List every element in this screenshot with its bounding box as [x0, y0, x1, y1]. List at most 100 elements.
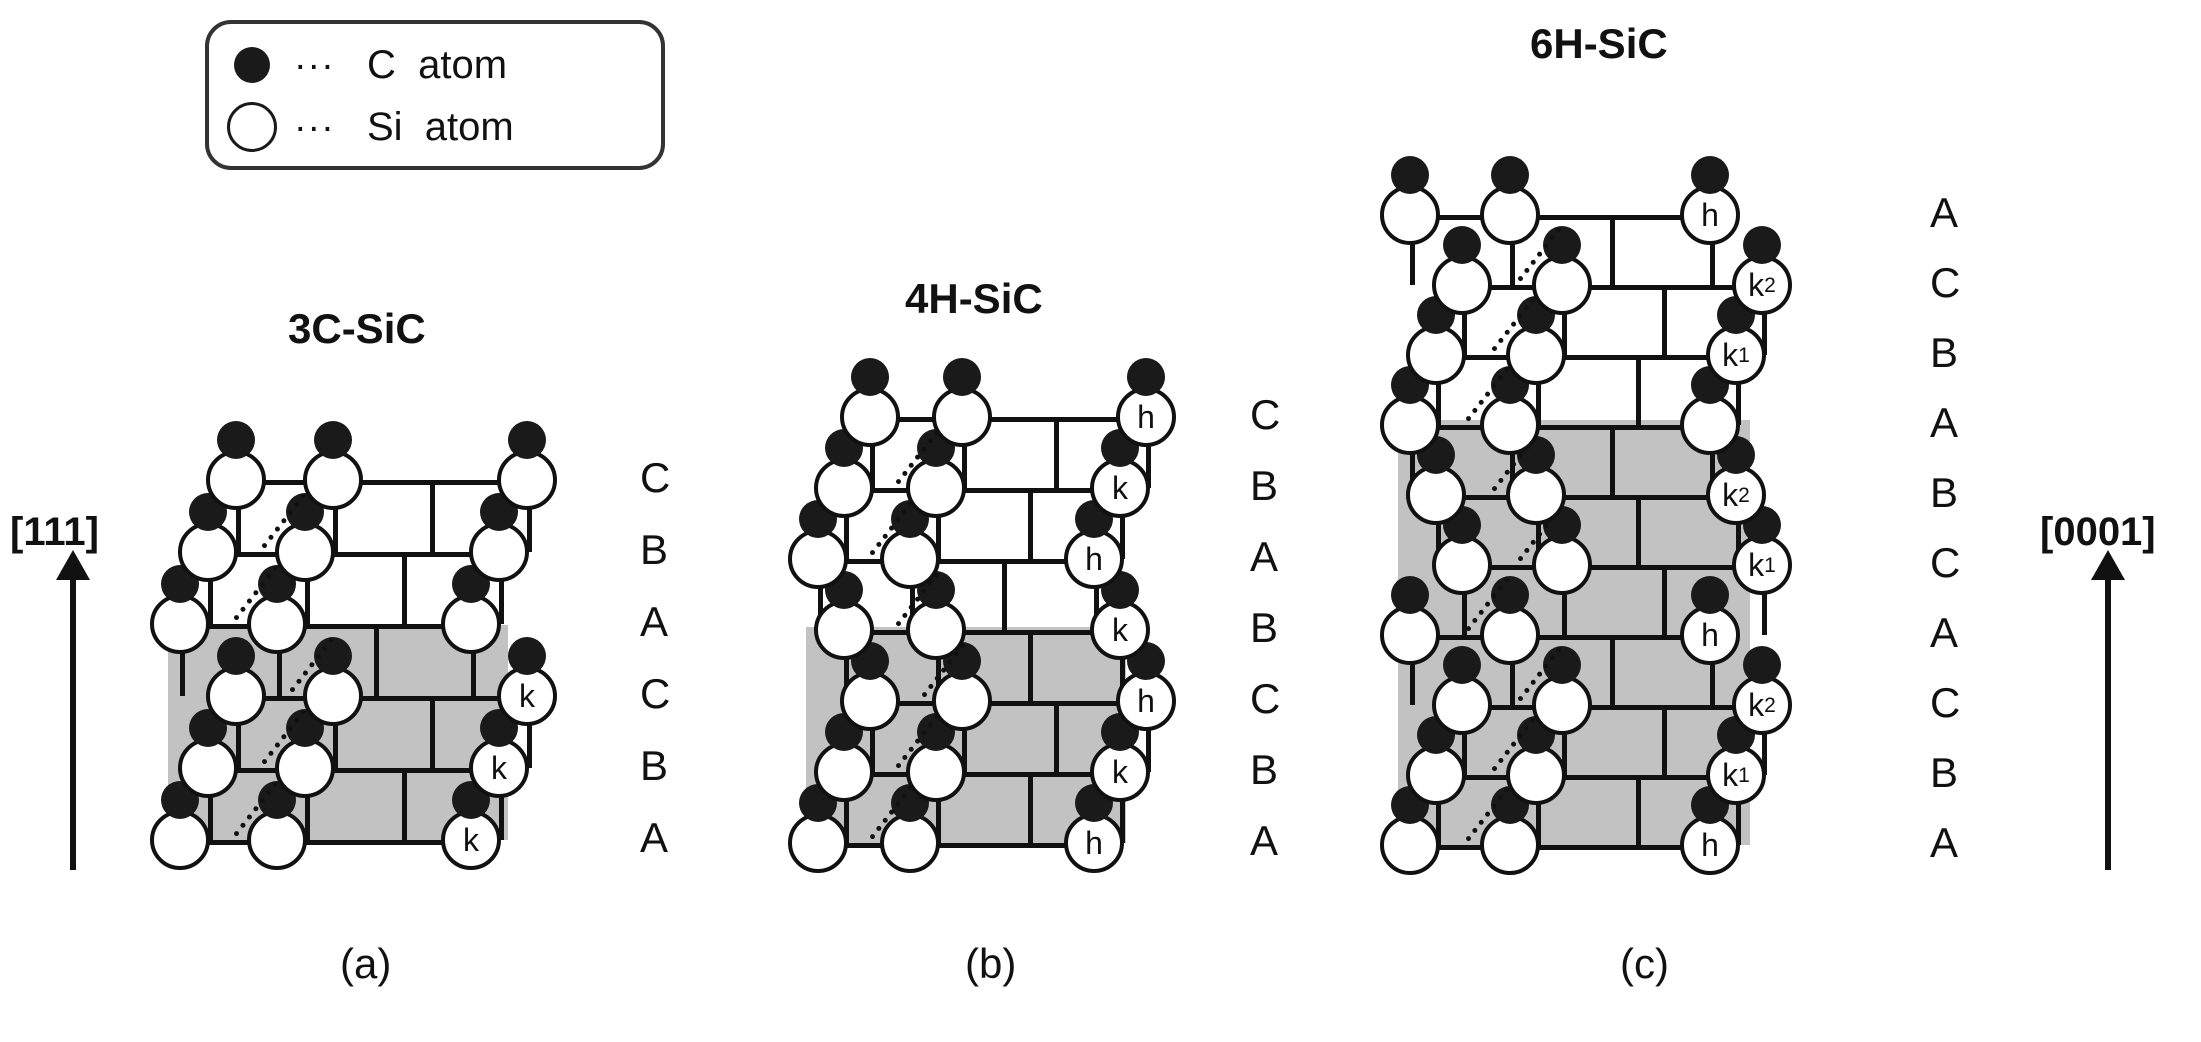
lattice-bond-vertical: [1120, 630, 1125, 701]
lattice-bond-vertical: [1028, 488, 1033, 559]
silicon-atom: [178, 522, 238, 582]
stacking-letter: B: [1250, 746, 1279, 793]
silicon-atom: [1380, 185, 1440, 245]
lattice-bond-horizontal: [1410, 845, 1710, 850]
lattice-bond-horizontal: [1436, 355, 1736, 360]
lattice-bond-vertical: [1662, 285, 1667, 355]
lattice-bond-vertical: [1536, 355, 1541, 425]
lattice-bond-vertical: [1610, 635, 1615, 705]
site-label-k: k: [469, 738, 529, 798]
silicon-atom: [906, 600, 966, 660]
lattice-bond-vertical: [208, 552, 213, 624]
lattice-bond-vertical: [844, 630, 849, 701]
lattice-bond-vertical: [962, 417, 967, 488]
stacking-letter: A: [1250, 817, 1279, 864]
lattice-bond-horizontal: [818, 843, 1094, 848]
silicon-atom: [1532, 535, 1592, 595]
lattice-bond-horizontal: [1462, 285, 1762, 290]
stacking-letter: A: [1930, 819, 1959, 866]
lattice-bond-vertical: [1054, 701, 1059, 772]
lattice-bond-vertical: [277, 624, 282, 696]
stacking-letter: C: [1250, 675, 1281, 722]
site-label-k: k: [1090, 742, 1150, 802]
silicon-atom: [303, 666, 363, 726]
lattice-bond-vertical: [499, 552, 504, 624]
silicon-atom: [1480, 185, 1540, 245]
stacking-letter: B: [1930, 749, 1959, 796]
lattice-bond-vertical: [208, 768, 213, 840]
lattice-bond-vertical: [1610, 425, 1615, 495]
silicon-atom: [1532, 255, 1592, 315]
silicon-atom: [275, 522, 335, 582]
lattice-bond-vertical: [1662, 565, 1667, 635]
legend-dots-silicon: ...: [295, 98, 336, 140]
lattice-bond-vertical: [1562, 285, 1567, 355]
legend-row-silicon: ... Si atom: [209, 96, 661, 158]
silicon-atom: [1380, 815, 1440, 875]
carbon-atom: [1391, 575, 1429, 614]
lattice-bond-horizontal: [236, 480, 527, 485]
carbon-atom: [1743, 645, 1781, 684]
lattice-bond-vertical: [1462, 565, 1467, 635]
lattice-bond-vertical: [1636, 775, 1641, 845]
carbon-atom: [1543, 225, 1581, 264]
silicon-atom: [178, 738, 238, 798]
legend-row-carbon: ... C atom: [209, 34, 661, 96]
lattice-bond-horizontal: [844, 488, 1120, 493]
lattice-bond-vertical: [402, 768, 407, 840]
site-label-k: k: [1090, 458, 1150, 518]
lattice-bond-vertical: [1736, 495, 1741, 565]
panel-title-6h: 6H-SiC: [1530, 20, 1668, 67]
lattice-bond-vertical: [333, 696, 338, 768]
silicon-atom: [1432, 255, 1492, 315]
carbon-atom: [1691, 575, 1729, 614]
carbon-atom: [851, 357, 889, 396]
filled-circle-icon: [209, 47, 295, 83]
lattice-bond-horizontal: [870, 701, 1146, 706]
lattice-bond-vertical: [844, 488, 849, 559]
caption-b: (b): [965, 940, 1017, 987]
open-circle-icon: [209, 102, 295, 152]
lattice-bond-vertical: [527, 480, 532, 552]
lattice-bond-vertical: [1562, 565, 1567, 635]
lattice-bond-vertical: [1410, 215, 1415, 285]
silicon-atom: [814, 458, 874, 518]
lattice-bond-vertical: [471, 624, 476, 696]
lattice-bond-horizontal: [180, 840, 471, 845]
carbon-atom: [1691, 155, 1729, 194]
carbon-atom: [508, 420, 546, 459]
stacking-letter: B: [1250, 604, 1279, 651]
panel-title-4h: 4H-SiC: [905, 275, 1043, 322]
lattice-bond-vertical: [1562, 705, 1567, 775]
lattice-bond-vertical: [962, 701, 967, 772]
lattice-bond-vertical: [1510, 425, 1515, 495]
lattice-bond-vertical: [1636, 495, 1641, 565]
silicon-atom: [206, 450, 266, 510]
lattice-bond-vertical: [402, 552, 407, 624]
lattice-bond-horizontal: [1436, 775, 1736, 780]
lattice-bond-horizontal: [1462, 705, 1762, 710]
silicon-atom: [1432, 535, 1492, 595]
lattice-bond-vertical: [936, 772, 941, 843]
silicon-atom: [1406, 745, 1466, 805]
silicon-atom: [275, 738, 335, 798]
site-label-k: k: [497, 666, 557, 726]
lattice-bond-vertical: [1120, 772, 1125, 843]
stacking-letter: A: [1930, 609, 1959, 656]
legend-dots-carbon: ...: [295, 36, 336, 78]
lattice-bond-horizontal: [208, 768, 499, 773]
site-label-k: k: [1090, 600, 1150, 660]
carbon-atom: [1743, 225, 1781, 264]
silicon-atom: [206, 666, 266, 726]
carbon-atom: [217, 636, 255, 675]
stacking-letter: B: [1250, 462, 1279, 509]
lattice-bond-vertical: [1510, 215, 1515, 285]
stacking-letter: A: [1930, 189, 1959, 236]
